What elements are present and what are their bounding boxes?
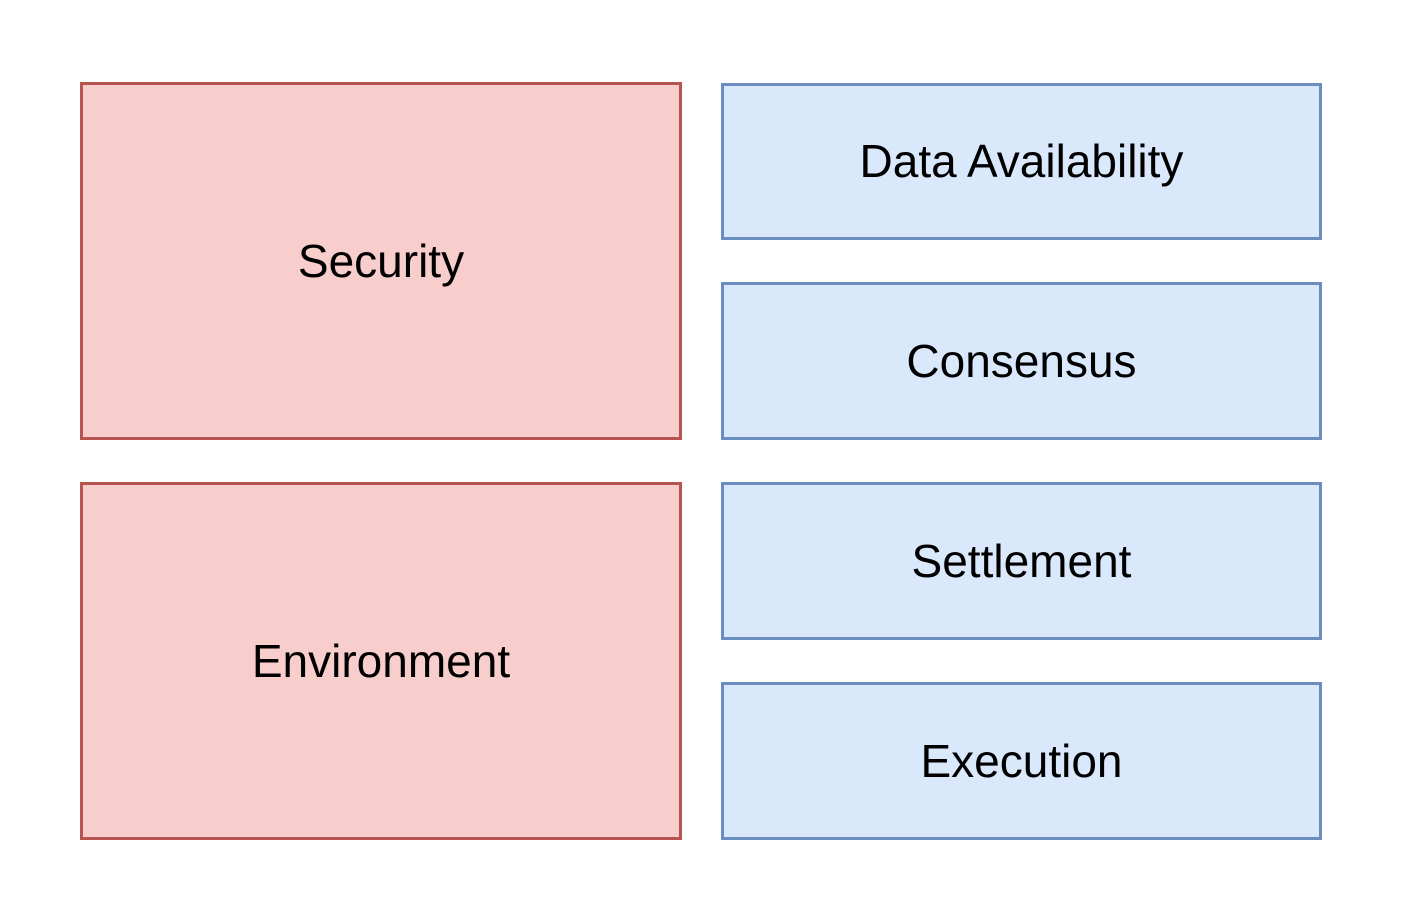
node-execution-label: Execution bbox=[920, 734, 1123, 787]
node-consensus[interactable]: Consensus bbox=[721, 282, 1322, 440]
node-data-availability[interactable]: Data Availability bbox=[721, 83, 1322, 240]
node-environment[interactable]: Environment bbox=[80, 482, 682, 840]
node-data-availability-label: Data Availability bbox=[859, 135, 1184, 188]
node-settlement-label: Settlement bbox=[911, 534, 1132, 587]
node-consensus-label: Consensus bbox=[906, 334, 1137, 387]
node-security-label: Security bbox=[297, 234, 465, 287]
node-execution[interactable]: Execution bbox=[721, 682, 1322, 840]
node-environment-label: Environment bbox=[251, 634, 511, 687]
node-settlement[interactable]: Settlement bbox=[721, 482, 1322, 640]
node-security[interactable]: Security bbox=[80, 82, 682, 440]
